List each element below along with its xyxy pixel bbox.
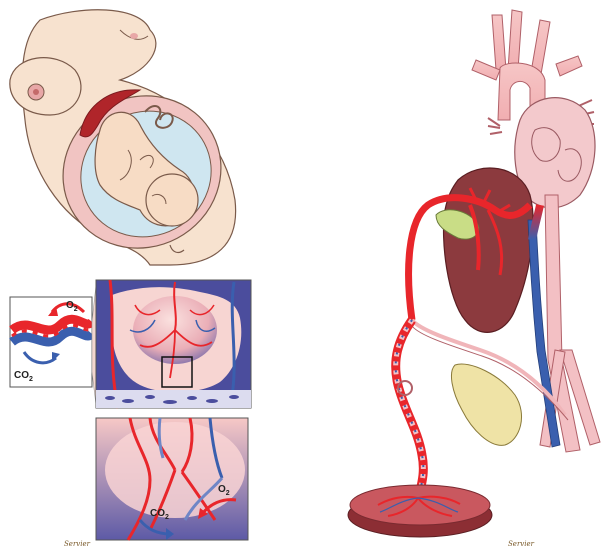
- exchange-detail-inset: O2 CO2: [96, 418, 248, 540]
- fetal-circulation-diagram: [348, 10, 600, 537]
- signature-left: Servier: [64, 540, 91, 548]
- placenta: [348, 485, 492, 537]
- placenta-section-inset: [96, 280, 251, 408]
- pregnant-abdomen-figure: [10, 10, 248, 276]
- umbilical-cord: [396, 320, 424, 500]
- fetus-head: [146, 174, 198, 226]
- cord-inset: O2 CO2: [10, 297, 92, 387]
- breast: [10, 58, 81, 115]
- bladder: [451, 364, 521, 445]
- signature-right: Servier: [508, 540, 535, 548]
- zoom-connector: [92, 285, 96, 405]
